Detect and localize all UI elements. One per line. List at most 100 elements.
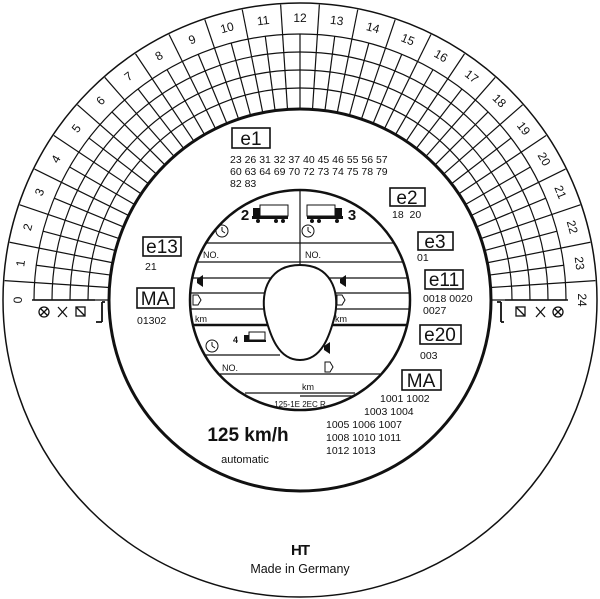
approval-numbers: 01302	[137, 315, 166, 327]
approval-numbers: 1005 1006 1007	[326, 419, 402, 431]
box-icon	[515, 306, 526, 317]
activity-icons-left	[38, 301, 105, 323]
grid-line	[372, 54, 403, 124]
clock-icon	[301, 224, 315, 238]
approval-numbers: 60 63 64 69 70 72 73 74 75 78 79	[230, 166, 388, 178]
manufacturer-logo: HT	[291, 542, 310, 559]
truck-icon	[306, 204, 343, 223]
grid-line	[425, 77, 496, 157]
hour-label: 23	[572, 256, 588, 271]
grid-line	[42, 230, 116, 252]
odometer-end-icon	[336, 294, 346, 306]
hour-label: 3	[32, 186, 48, 198]
grid-line	[204, 19, 240, 120]
hour-label: 20	[535, 150, 554, 169]
steering-wheel-icon	[38, 306, 50, 318]
odometer-end-icon	[324, 361, 334, 373]
approval-mark: e13	[146, 237, 178, 258]
km-label: km	[302, 382, 314, 392]
mode-label: automatic	[221, 454, 269, 466]
grid-line	[241, 9, 264, 113]
grid-line	[324, 36, 336, 111]
grid-line	[280, 4, 289, 110]
origin-label: Made in Germany	[250, 562, 350, 576]
km-label: km	[335, 314, 347, 324]
grid-line	[197, 54, 228, 124]
approval-e3: e3 01	[417, 231, 454, 264]
grid-line	[111, 111, 166, 166]
odometer-start-icon	[197, 275, 203, 287]
clock-icon	[215, 224, 229, 238]
grid-line	[476, 197, 546, 228]
bed-bracket-icon	[497, 301, 504, 323]
hammers-icon	[57, 306, 68, 318]
grid-line	[348, 42, 370, 116]
driver-2-label: 2	[241, 207, 249, 224]
hammers-icon	[535, 306, 546, 318]
odometer-start-icon	[340, 275, 346, 287]
grid-line	[311, 4, 320, 110]
grid-line	[434, 111, 489, 166]
approval-numbers: 01	[417, 252, 429, 264]
truck-icon	[252, 204, 289, 223]
hour-label: 16	[432, 47, 451, 66]
approval-e13: e13 21	[142, 236, 182, 273]
km-label: km	[195, 314, 207, 324]
approval-e1: e1 23 26 31 32 37 40 45 46 55 56 57 60 6…	[230, 127, 388, 190]
no-label: NO.	[203, 250, 219, 260]
grid-line	[19, 204, 120, 240]
grid-line	[394, 69, 434, 135]
chart-type-code: 125-1E 2EC R	[274, 400, 326, 409]
grid-line	[53, 135, 142, 195]
hour-label: 12	[293, 11, 307, 25]
hour-label: 15	[399, 31, 417, 49]
approval-mark: e1	[240, 129, 261, 150]
no-label: NO.	[222, 363, 238, 373]
approval-e11: e11 0018 0020 0027	[423, 269, 473, 317]
grid-line	[489, 264, 564, 276]
grid-line	[34, 168, 129, 217]
grid-line	[230, 42, 252, 116]
approval-numbers: 1008 1010 1011	[326, 432, 401, 444]
max-speed: 125 km/h	[207, 425, 288, 446]
grid-line	[137, 88, 185, 149]
grid-line	[54, 197, 124, 228]
approval-numbers: 1001 1002	[380, 393, 430, 405]
approval-mark: MA	[407, 371, 436, 392]
approval-mark: e20	[424, 325, 456, 346]
grid-line	[77, 104, 157, 175]
approval-e20: e20 003	[419, 324, 462, 362]
grid-line	[4, 280, 110, 289]
grid-line	[484, 230, 558, 252]
grid-line	[36, 264, 111, 276]
driver-4-label: 4	[233, 335, 238, 345]
clock-icon	[205, 339, 219, 353]
grid-line	[69, 166, 135, 206]
grid-line	[487, 241, 591, 264]
grid-line	[88, 137, 149, 185]
grid-line	[471, 168, 566, 217]
grid-line	[135, 53, 195, 142]
no-label: NO.	[305, 250, 321, 260]
center-field	[188, 188, 412, 412]
activity-icons-right	[497, 301, 564, 323]
approval-mark: e11	[429, 270, 459, 291]
box-icon	[75, 306, 86, 317]
approval-mark: e3	[424, 232, 445, 253]
grid-line	[9, 241, 113, 264]
hour-label: 22	[564, 219, 581, 236]
inner-ring	[107, 107, 493, 493]
approval-numbers: 23 26 31 32 37 40 45 46 55 56 57	[230, 154, 388, 166]
truck-icon	[244, 331, 266, 342]
hour-label: 9	[186, 32, 198, 48]
approval-ma-right: MA 1001 1002 1003 1004 1005 1006 1007 10…	[326, 369, 442, 457]
hour-label: 1	[13, 259, 28, 268]
grid-line	[336, 9, 359, 113]
odometer-end-icon	[192, 294, 202, 306]
grid-line	[480, 204, 581, 240]
center-hole	[262, 263, 338, 362]
approval-numbers: 1012 1013	[326, 445, 376, 457]
approval-e2: e2 18 20	[389, 187, 426, 221]
approval-numbers: 1003 1004	[364, 406, 414, 418]
